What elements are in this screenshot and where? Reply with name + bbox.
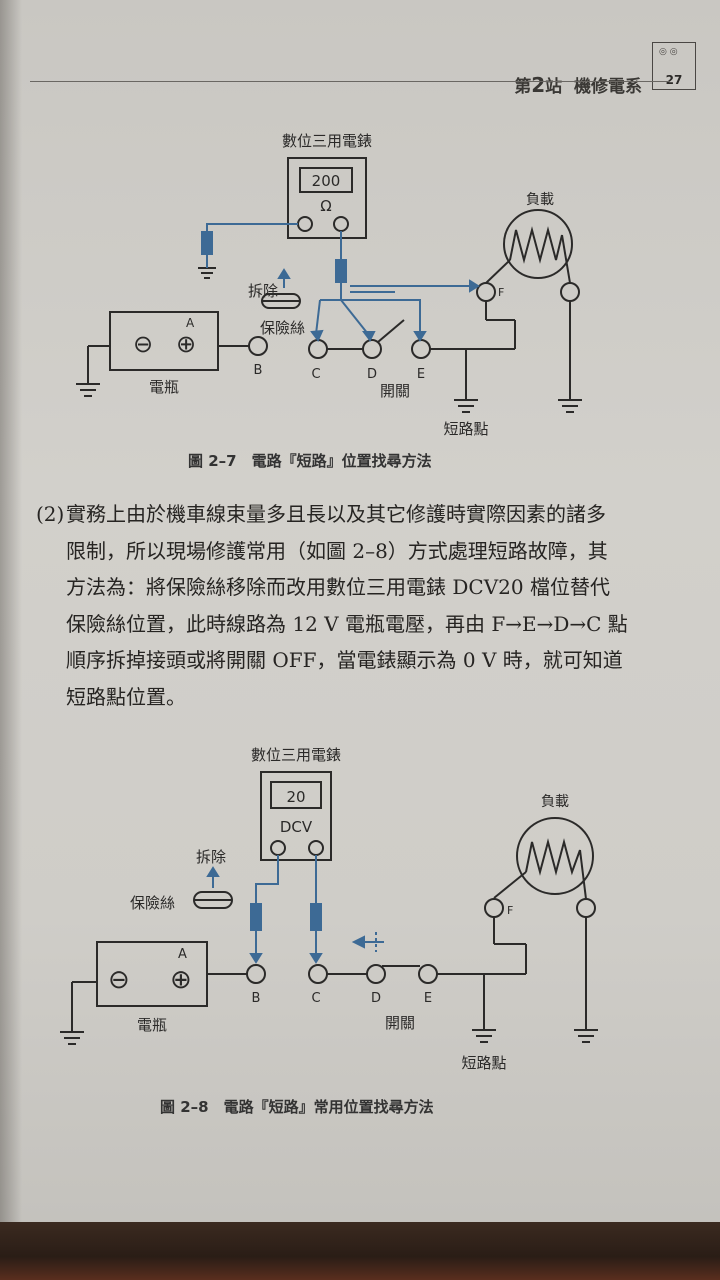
battery-label: 電瓶 [149, 378, 179, 396]
meter-display-box [270, 781, 322, 809]
chapter-title: 機修電系 [574, 76, 642, 97]
table-background [0, 1222, 720, 1280]
point-f-terminal [476, 282, 496, 302]
page-number: 27 [665, 73, 683, 87]
load-circle [503, 209, 573, 279]
meter-reading: 20 [286, 788, 305, 806]
paragraph-line-6: 短路點位置。 [66, 684, 186, 709]
point-c-terminal [308, 339, 328, 359]
point-c-terminal [308, 964, 328, 984]
meter-terminal-right [308, 840, 324, 856]
fuse-label: 保險絲 [260, 319, 305, 337]
meter-unit: DCV [280, 818, 313, 836]
point-e-label: E [417, 367, 425, 382]
point-b-terminal [246, 964, 266, 984]
meter-reading: 200 [312, 172, 341, 190]
point-d-label: D [371, 991, 381, 1006]
short-point-label: 短路點 [443, 420, 488, 438]
point-c-label: C [311, 367, 320, 382]
figure-2-7-caption: 圖 2–7 電路『短路』位置找尋方法 [188, 452, 432, 470]
meter-unit: Ω [320, 197, 331, 215]
chapter-suffix: 站 [545, 76, 563, 97]
figure-2-7-diagram: 數位三用電錶 200 Ω 負載 拆除 保險絲 ⊖ ⊕ A 電瓶 開關 短路點 B… [76, 132, 582, 438]
meter-terminal-left [297, 216, 313, 232]
meter-title: 數位三用電錶 [251, 746, 341, 764]
chapter-heading: 第2站 機修電系 [514, 72, 642, 97]
switch-lever [377, 319, 405, 343]
minus-icon: ⊖ [108, 965, 130, 995]
meter-terminal-right [333, 216, 349, 232]
book-page: 第2站 機修電系 ◎ ◎ 27 [0, 0, 720, 1222]
load-coil [525, 838, 581, 876]
paragraph-line-5: 順序拆掉接頭或將開關 OFF，當電錶顯示為 0 V 時，就可知道 [66, 648, 623, 672]
ground-icons [76, 267, 582, 413]
point-f-terminal [484, 898, 504, 918]
meter-body [260, 771, 332, 861]
meter-display-box [299, 167, 353, 193]
point-c-label: C [311, 991, 320, 1006]
page-number-box: ◎ ◎ 27 [652, 42, 696, 90]
load-terminal [576, 898, 596, 918]
remove-label: 拆除 [196, 848, 226, 866]
point-b-label: B [252, 991, 261, 1006]
load-label: 負載 [541, 794, 569, 810]
meter-terminal-left [270, 840, 286, 856]
point-e-terminal [411, 339, 431, 359]
probe-leads [201, 223, 480, 342]
short-point-label: 短路點 [461, 1054, 506, 1072]
minus-icon: ⊖ [133, 330, 153, 358]
body-paragraph: (2)實務上由於機車線束量多且長以及其它修護時實際因素的諸多 限制，所以現場修護… [36, 496, 666, 715]
meter-body [287, 157, 367, 239]
plus-icon: ⊕ [176, 330, 196, 358]
paragraph-line-3: 方法為：將保險絲移除而改用數位三用電錶 DCV20 檔位替代 [66, 575, 610, 599]
battery-body [109, 311, 219, 371]
load-coil [509, 226, 563, 264]
figure-2-8-diagram: 數位三用電錶 20 DCV 負載 拆除 保險絲 ⊖ ⊕ A 電瓶 開關 短路點 … [60, 746, 598, 1072]
load-label: 負載 [526, 192, 554, 208]
chapter-number: 2 [531, 72, 546, 97]
terminal-a-label: A [186, 316, 195, 330]
point-b-label: B [254, 363, 263, 378]
paragraph-line-2: 限制，所以現場修護常用（如圖 2–8）方式處理短路故障，其 [66, 538, 608, 563]
switch-label: 開關 [380, 382, 410, 400]
ground-icons [60, 1029, 598, 1045]
connector-icon: ◎ ◎ [659, 47, 678, 57]
chapter-prefix: 第 [514, 76, 532, 97]
terminal-a-label: A [178, 947, 187, 962]
plus-icon: ⊕ [170, 965, 192, 995]
point-d-terminal [362, 339, 382, 359]
switch-label: 開關 [385, 1014, 415, 1032]
meter-title: 數位三用電錶 [282, 132, 372, 150]
point-f-label: F [507, 904, 513, 917]
point-e-terminal [418, 964, 438, 984]
point-f-label: F [498, 286, 504, 299]
point-e-label: E [424, 991, 432, 1006]
figure-2-8-caption: 圖 2–8 電路『短路』常用位置找尋方法 [160, 1098, 434, 1116]
paragraph-number: (2) [36, 502, 65, 526]
remove-label: 拆除 [248, 282, 278, 300]
point-d-terminal [366, 964, 386, 984]
load-circle [516, 817, 594, 895]
battery-label: 電瓶 [137, 1016, 167, 1034]
load-terminal [560, 282, 580, 302]
header-rule [30, 81, 670, 82]
point-b-terminal [248, 336, 268, 356]
page-header: 第2站 機修電系 ◎ ◎ 27 [514, 42, 696, 108]
fuse-label: 保險絲 [130, 894, 175, 912]
point-d-label: D [367, 367, 377, 382]
paragraph-line-1: 實務上由於機車線束量多且長以及其它修護時實際因素的諸多 [66, 502, 606, 526]
probe-leads [206, 855, 384, 964]
paragraph-line-4: 保險絲位置，此時線路為 12 V 電瓶電壓，再由 F→E→D→C 點 [66, 611, 628, 636]
